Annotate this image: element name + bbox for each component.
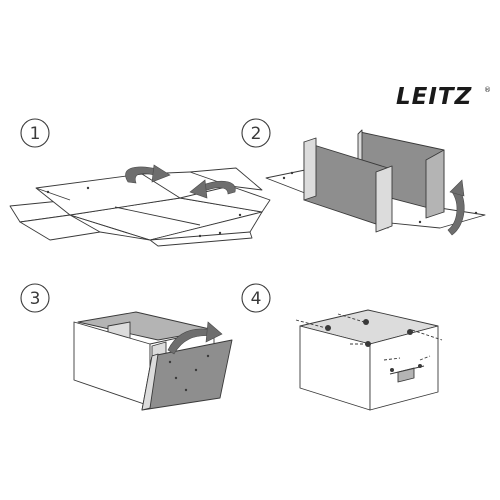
step-2-number: 2 [251,124,262,144]
step-4-rivet [365,341,371,347]
step-3-box-with-open-flap [73,311,233,411]
step-3-circle [20,283,50,313]
step-2-circle [241,118,271,148]
step-1-circle [20,118,50,148]
step-4-number: 4 [251,289,262,309]
step-3: 3 [20,283,233,411]
step-1: 1 [9,118,271,247]
step-1-right-flap [179,185,271,213]
step-1-number: 1 [30,124,41,144]
step-2-front-side-flap [375,165,393,233]
step-2-front-edge [303,137,317,201]
step-1-flat-box-blank [9,167,271,247]
brand-logo: LEITZ ® [396,84,491,110]
step-2-upright-panels [265,129,486,233]
step-4-rivet [325,325,331,331]
step-1-fold-arrow-left [125,164,171,184]
step-2: 2 [241,118,486,236]
step-4-rivet [407,329,413,335]
step-2-badge: 2 [241,118,271,148]
step-4-badge: 4 [241,283,271,313]
step-3-number: 3 [30,289,41,309]
step-1-front-lip [149,231,253,247]
registered-mark: ® [484,86,491,94]
step-3-badge: 3 [20,283,50,313]
step-2-fold-arrow [447,179,465,236]
step-4-rivet [363,319,369,325]
step-4-assembled-box [295,309,443,411]
step-1-badge: 1 [20,118,50,148]
step-2-right-inner-panel [425,149,445,219]
step-4: 4 [241,283,443,411]
step-4-right-face [369,325,439,411]
step-4-circle [241,283,271,313]
brand-logo-text: LEITZ [396,84,473,110]
step-1-fold-arrow-right [189,179,236,199]
step-3-fold-arrow [167,321,223,355]
